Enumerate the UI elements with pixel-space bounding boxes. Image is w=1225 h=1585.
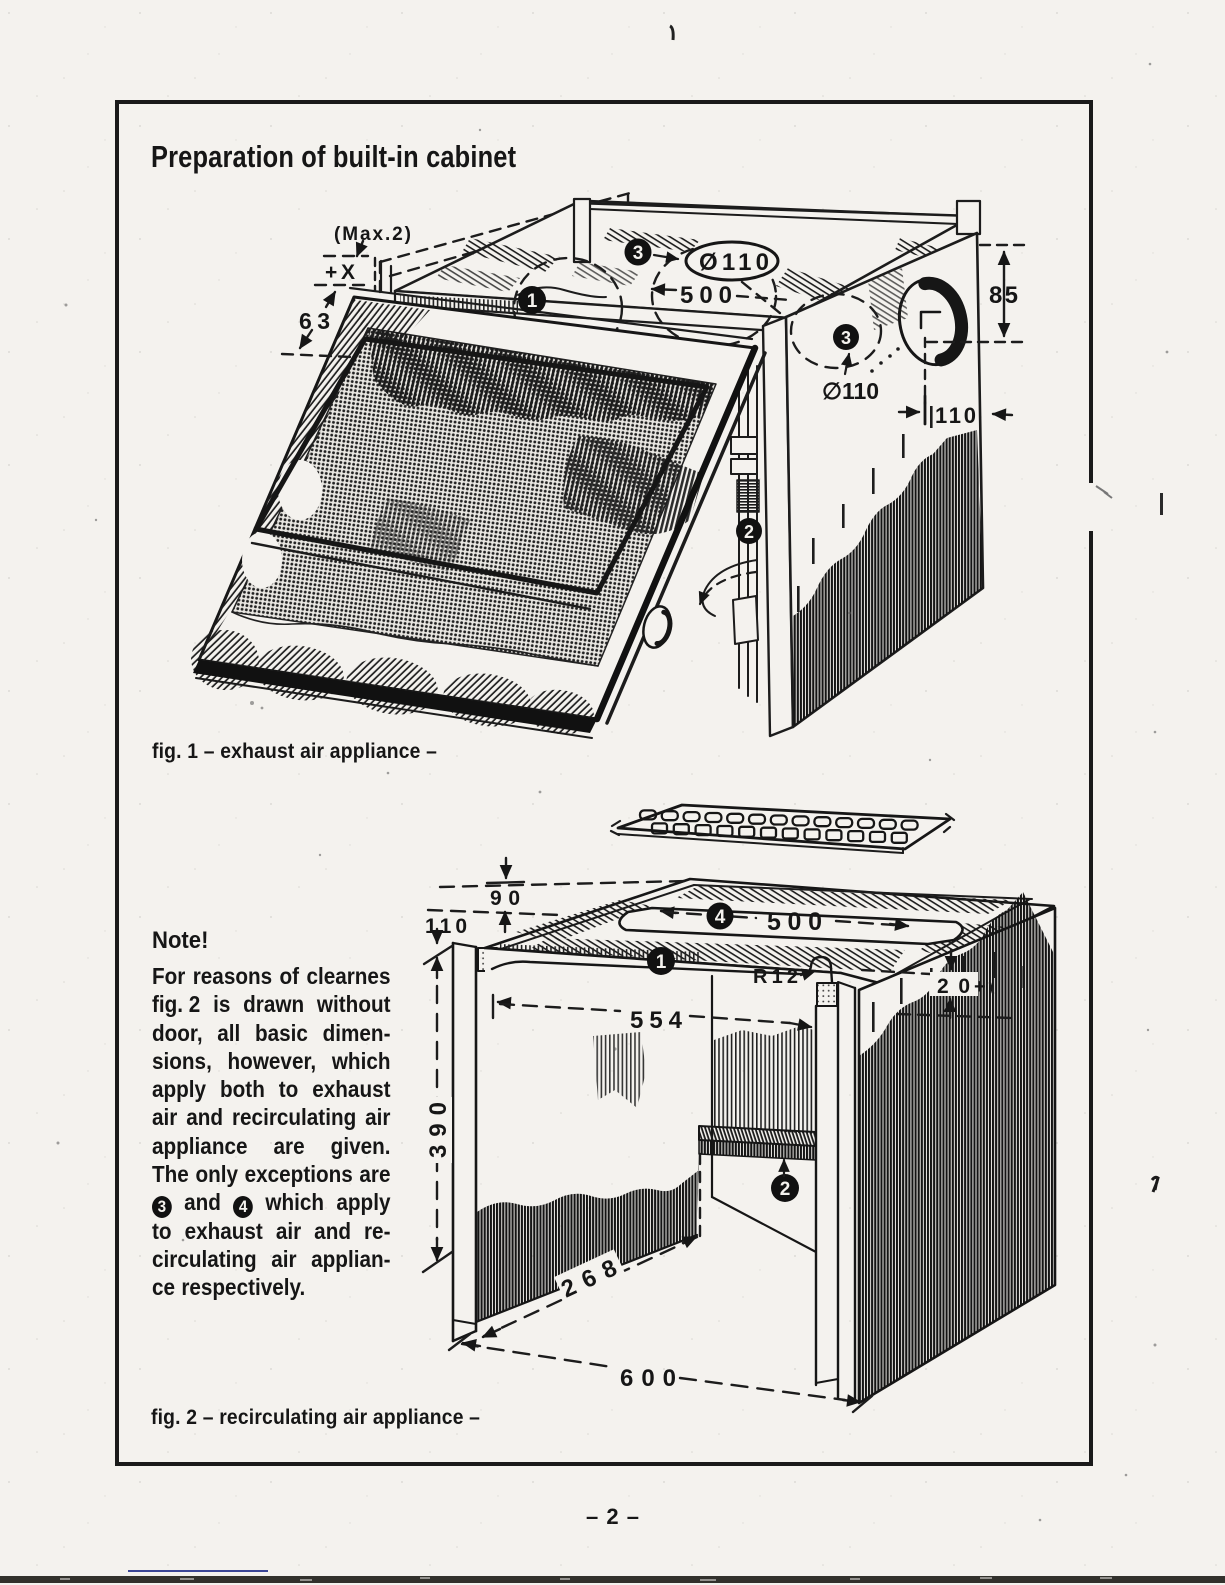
svg-text:1: 1 (656, 952, 667, 973)
svg-text:1: 1 (527, 291, 538, 312)
svg-text:554: 554 (630, 1007, 683, 1034)
svg-text:2: 2 (744, 522, 754, 542)
svg-text:110: 110 (425, 915, 467, 938)
svg-text:4: 4 (715, 907, 726, 928)
svg-text:3: 3 (841, 328, 851, 348)
svg-text:+X: +X (325, 261, 355, 284)
svg-text:600: 600 (620, 1365, 676, 1392)
svg-text:110: 110 (935, 403, 976, 428)
svg-text:500: 500 (767, 908, 822, 936)
svg-text:390: 390 (425, 1102, 452, 1158)
svg-text:∅110: ∅110 (822, 378, 879, 404)
svg-text:R12: R12 (753, 966, 798, 988)
svg-text:+: + (974, 976, 986, 998)
svg-text:2: 2 (780, 1179, 791, 1200)
svg-text:500: 500 (680, 282, 732, 309)
svg-text:3: 3 (633, 243, 644, 264)
svg-text:(Max.2): (Max.2) (334, 224, 411, 245)
